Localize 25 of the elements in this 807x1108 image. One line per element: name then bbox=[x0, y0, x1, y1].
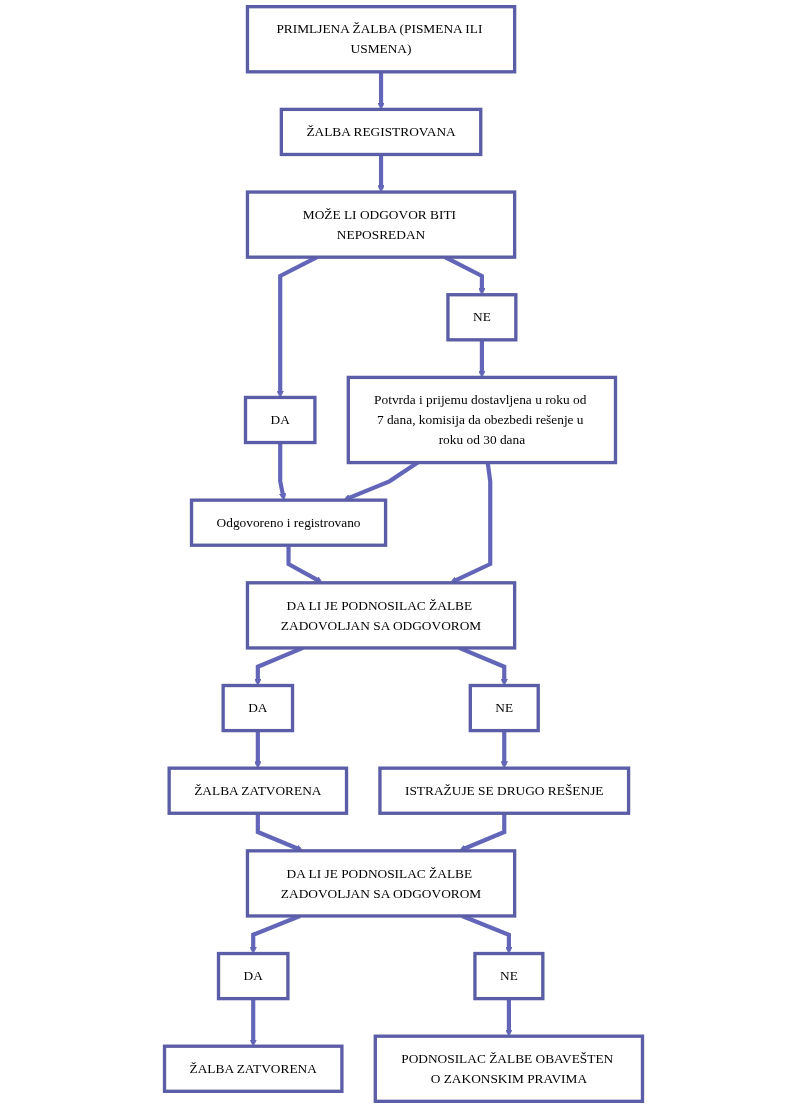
arrow bbox=[377, 71, 385, 110]
node-box: NE bbox=[446, 293, 518, 342]
node-box: DA bbox=[243, 395, 317, 445]
node-box: ŽALBA ZATVORENA bbox=[162, 1044, 344, 1093]
node-box: PRIMLJENA ŽALBA (PISMENA ILI USMENA) bbox=[245, 5, 517, 74]
node-box: ŽALBA REGISTROVANA bbox=[279, 107, 483, 157]
node-box: Odgovoreno i registrovano bbox=[189, 498, 388, 547]
node-box: DA LI JE PODNOSILAC ŽALBE ZADOVOLJAN SA ODGOVOROM bbox=[245, 581, 517, 650]
node-box: Potvrda i prijemu dostavljena u roku od 7 dana, komisija da obezbedi rešenje u roku od 30 dana bbox=[346, 375, 618, 465]
node-box: DA LI JE PODNOSILAC ŽALBE ZADOVOLJAN SA ODGOVOROM bbox=[245, 849, 517, 918]
arrow bbox=[505, 998, 513, 1037]
arrow bbox=[278, 442, 287, 501]
node-box: NE bbox=[473, 951, 545, 1001]
node-box: ISTRAŽUJE SE DRUGO REŠENJE bbox=[378, 766, 631, 815]
arrow bbox=[254, 730, 262, 769]
node-box: NE bbox=[468, 683, 540, 733]
node-box: DA bbox=[216, 951, 290, 1001]
node-box: PODNOSILAC ŽALBE OBAVEŠTEN O ZAKONSKIM PRAVIMA bbox=[373, 1034, 645, 1103]
arrow bbox=[249, 998, 257, 1047]
node-box: MOŽE LI ODGOVOR BITI NEPOSREDAN bbox=[245, 190, 517, 259]
arrow bbox=[478, 339, 486, 378]
arrow bbox=[500, 730, 508, 769]
node-box: DA bbox=[221, 683, 295, 733]
arrow bbox=[377, 154, 385, 193]
node-box: ŽALBA ZATVORENA bbox=[167, 766, 349, 815]
